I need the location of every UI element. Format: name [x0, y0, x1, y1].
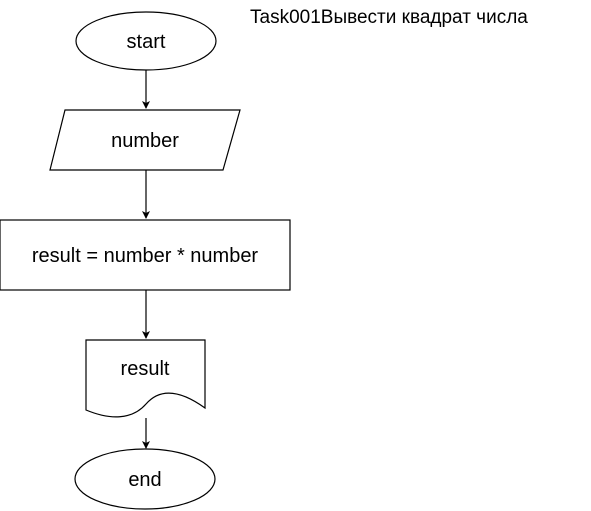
node-output: result — [85, 339, 206, 418]
node-input-label: number — [111, 130, 179, 152]
node-process: result = number * number — [0, 219, 291, 291]
terminator-shape — [74, 448, 216, 510]
node-end-label: end — [128, 469, 161, 491]
node-input: number — [49, 109, 241, 171]
node-process-label: result = number * number — [32, 245, 259, 267]
process-shape — [0, 219, 291, 291]
terminator-shape — [75, 11, 217, 71]
node-start-label: start — [127, 31, 166, 53]
node-end: end — [74, 448, 216, 510]
node-output-label: result — [121, 358, 170, 380]
node-start: start — [75, 11, 217, 71]
diagram-title: Task001Вывести квадрат числа — [250, 7, 528, 28]
document-shape — [85, 339, 206, 418]
input-output-shape — [49, 109, 241, 171]
